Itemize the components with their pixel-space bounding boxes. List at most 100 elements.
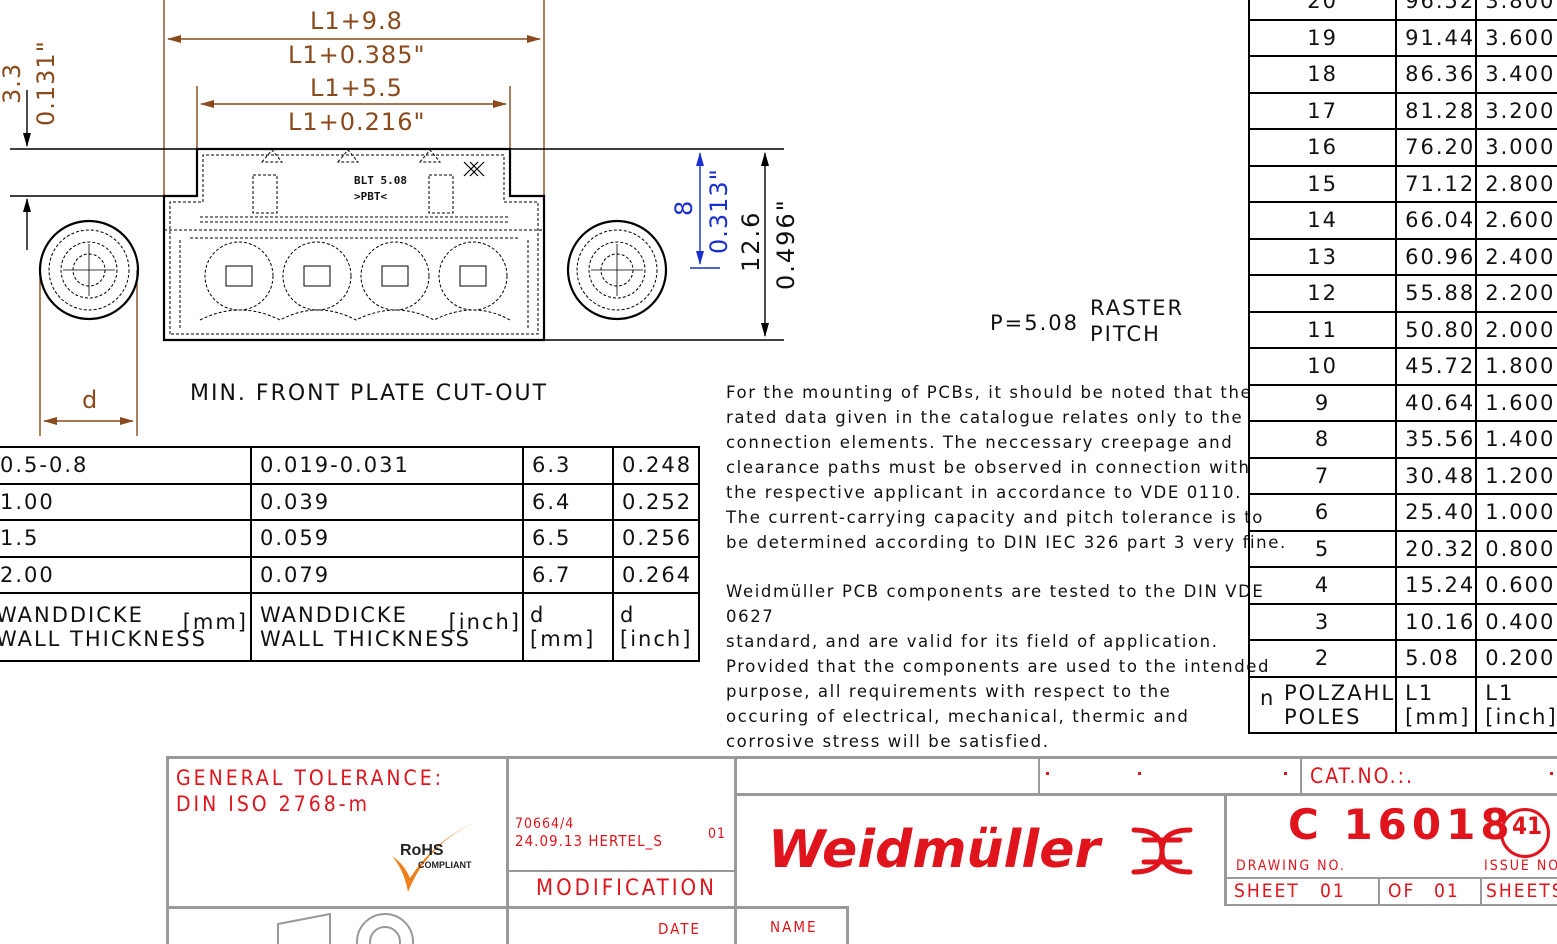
hdr-d-mm-1: d [530, 603, 546, 627]
poles-cell: 14 [1247, 201, 1398, 240]
poles-cell: 15 [1247, 164, 1398, 203]
part-marking-1: BLT 5.08 [354, 174, 407, 187]
top-dot-3 [1284, 772, 1287, 775]
poles-cell: 1.600 [1475, 383, 1557, 422]
hdr-wall-inch-unit: [inch] [448, 610, 521, 634]
wall-cell: 1.5 [0, 519, 252, 558]
dim-height-inch: 0.496" [772, 198, 800, 290]
rohs-label: RoHS [400, 842, 444, 859]
hdr-n: n [1260, 685, 1276, 710]
projection-symbol-icon [277, 912, 414, 944]
note-line: the respective applicant in accordance t… [726, 483, 1242, 502]
drawing-number: C 16018 [1288, 800, 1515, 849]
poles-cell: 66.04 [1395, 201, 1478, 240]
dim-outer-inch: L1+0.385" [288, 41, 426, 69]
dim-left-inch: 0.131" [32, 40, 60, 126]
hdr-l1-mm-1: L1 [1405, 680, 1435, 705]
poles-cell: 3.000 [1475, 128, 1557, 167]
wall-cell: 0.059 [250, 519, 524, 558]
hdr-wall-inch-2: WALL THICKNESS [260, 627, 471, 651]
poles-cell: 1.800 [1475, 347, 1557, 386]
dim-d-label: d [82, 386, 99, 414]
wall-cell: 0.252 [612, 482, 700, 521]
poles-cell: 3.400 [1475, 55, 1557, 94]
cat-no-label: CAT.NO.:. [1310, 764, 1415, 788]
hdr-wall-mm-unit: [mm] [182, 610, 248, 634]
hdr-l1-mm-2: [mm] [1405, 704, 1471, 729]
poles-cell: 7 [1247, 456, 1398, 495]
poles-cell: 18 [1247, 55, 1398, 94]
pitch-label-raster: RASTER [1090, 296, 1185, 320]
wall-cell: 0.5-0.8 [0, 446, 252, 485]
note-line: rated data given in the catalogue relate… [726, 408, 1244, 427]
note-line: 0627 [726, 607, 775, 626]
poles-cell: 13 [1247, 237, 1398, 276]
poles-cell: 2.000 [1475, 310, 1557, 349]
top-dot-4 [1550, 772, 1553, 775]
wall-cell: 0.079 [250, 555, 524, 594]
poles-cell: 8 [1247, 420, 1398, 459]
poles-cell: 5.08 [1395, 639, 1478, 678]
note-line: standard, and are valid for its field of… [726, 632, 1219, 651]
poles-cell: 19 [1247, 18, 1398, 57]
poles-cell: 81.28 [1395, 91, 1478, 130]
poles-cell: 60.96 [1395, 237, 1478, 276]
dim-inner-mm: L1+5.5 [310, 74, 403, 102]
poles-cell: 0.400 [1475, 602, 1557, 641]
sheets-label: SHEETS [1486, 880, 1557, 902]
note-line: The current-carrying capacity and pitch … [726, 508, 1264, 527]
date-label: DATE [658, 920, 701, 938]
dim-blue-inch: 0.313" [705, 168, 733, 254]
top-dot-2 [1138, 772, 1141, 775]
poles-cell: 4 [1247, 566, 1398, 605]
poles-table-header: n POLZAHL POLES L1 [mm] L1 [inch] [1247, 675, 1557, 734]
poles-cell: 1.200 [1475, 456, 1557, 495]
poles-cell: 2.200 [1475, 274, 1557, 313]
poles-cell: 30.48 [1395, 456, 1478, 495]
modification-code: 70664/4 [515, 816, 575, 832]
wall-cell: 6.4 [522, 482, 614, 521]
of-number: 01 [1434, 880, 1460, 902]
wall-cell: 0.256 [612, 519, 700, 558]
poles-cell: 15.24 [1395, 566, 1478, 605]
drawing-no-label: DRAWING NO. [1236, 858, 1346, 874]
poles-cell: 3.200 [1475, 91, 1557, 130]
sheet-number: 01 [1320, 880, 1346, 902]
poles-cell: 16 [1247, 128, 1398, 167]
poles-cell: 0.600 [1475, 566, 1557, 605]
poles-cell: 71.12 [1395, 164, 1478, 203]
note-line: be determined according to DIN IEC 326 p… [726, 533, 1287, 552]
wall-cell: 6.5 [522, 519, 614, 558]
hdr-polzahl: POLZAHL [1284, 680, 1396, 705]
of-label: OF [1388, 880, 1416, 902]
notes-mounting: For the mounting of PCBs, it should be n… [726, 380, 1287, 555]
modification-label: MODIFICATION [536, 876, 717, 901]
poles-cell: 0.200 [1475, 639, 1557, 678]
pitch-value: P=5.08 [990, 311, 1080, 335]
wall-cell: 0.039 [250, 482, 524, 521]
hdr-wall-inch-1: WANDDICKE [260, 603, 408, 627]
note-line: Weidmüller PCB components are tested to … [726, 582, 1265, 601]
wall-cell: 0.019-0.031 [250, 446, 524, 485]
poles-cell: 50.80 [1395, 310, 1478, 349]
poles-cell: 20.32 [1395, 529, 1478, 568]
poles-cell: 3.800 [1475, 0, 1557, 21]
wall-cell: 6.3 [522, 446, 614, 485]
weidmuller-logo-icon [1131, 827, 1193, 875]
